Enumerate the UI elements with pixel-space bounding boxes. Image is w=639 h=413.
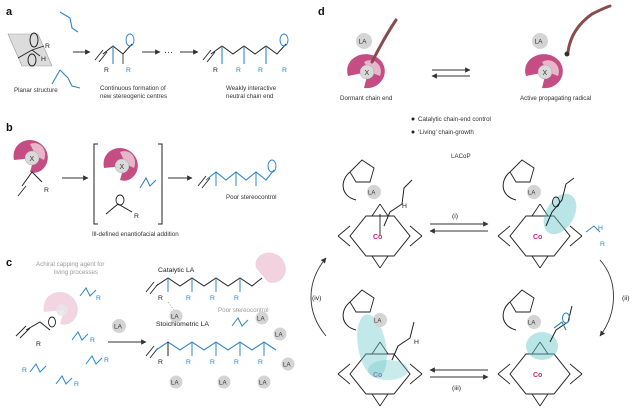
- r-st-4: R: [234, 359, 239, 366]
- r-mono-4: R: [74, 381, 79, 388]
- long-r-2: R: [236, 67, 241, 74]
- la-badge-c: [112, 319, 126, 333]
- r-mono-3: R: [22, 367, 27, 374]
- r-label-b2: R: [134, 213, 139, 220]
- chain-long: [202, 33, 289, 64]
- planar-radical: R H: [7, 11, 81, 89]
- la-st-4: LA: [283, 362, 291, 369]
- catalytic-la-label: Catalytic LA: [158, 267, 195, 274]
- monomers-c: R R R R R: [22, 287, 109, 388]
- panel-a-label: a: [6, 6, 13, 18]
- r-tr: R: [600, 241, 605, 248]
- r-st-3: R: [210, 359, 215, 366]
- la-st-5: LA: [257, 316, 265, 323]
- x-dormant: X: [365, 70, 370, 77]
- chain-r-label-2: R: [126, 67, 131, 74]
- r-st-2: R: [186, 359, 191, 366]
- step-iv-arrow: [310, 257, 327, 337]
- dormant-label: Dormant chain end: [340, 95, 393, 102]
- chain-stoich: R R R R R LA LA LA LA LA LA: [145, 311, 295, 389]
- caption-weakly-1: Weakly interactive: [226, 85, 277, 92]
- r-cat-2: R: [186, 295, 191, 302]
- x-label-b2: X: [120, 164, 125, 171]
- bullet-2-dot: [411, 130, 415, 134]
- long-r-4: R: [282, 67, 287, 74]
- r-mono-5: R: [104, 357, 109, 364]
- chain-r-label-1: R: [104, 67, 109, 74]
- bracket-intermediate: X R: [93, 143, 163, 225]
- bullet-2: ‘Living’ chain-growth: [418, 129, 474, 136]
- panel-c-label: c: [6, 257, 12, 269]
- co-tl: Co: [373, 234, 382, 241]
- r-label-c1: R: [36, 341, 41, 348]
- la-st-3: LA: [259, 380, 267, 387]
- step-i-label: (i): [452, 213, 458, 220]
- step-ii-label: (ii): [622, 295, 630, 302]
- long-r-1: R: [213, 67, 218, 74]
- achiral-capping-agent: R: [15, 291, 78, 348]
- panel-d-label: d: [318, 6, 325, 18]
- chain-growing: [94, 33, 135, 64]
- bullet-1-dot: [411, 117, 415, 121]
- active-label: Active propagating radical: [520, 95, 591, 102]
- la-st-6: LA: [275, 332, 283, 339]
- panel-b-label: b: [6, 122, 13, 134]
- lacop-label: LACoP: [451, 153, 471, 160]
- complex-top-left: Co LA H: [337, 159, 423, 269]
- h-tl: H: [402, 203, 407, 210]
- h-bl: H: [414, 339, 419, 346]
- step-iv-label: (iv): [312, 295, 321, 302]
- r-st-5: R: [258, 359, 263, 366]
- h-tr: H: [598, 225, 603, 232]
- caption-ill-defined: Ill-defined enantiofacial addition: [92, 231, 179, 238]
- bullet-1: Catalytic chain-end control: [418, 116, 491, 123]
- la-tr: LA: [528, 191, 535, 197]
- long-r-3: R: [258, 67, 263, 74]
- poor-stereocontrol-b: Poor stereocontrol: [226, 194, 277, 201]
- la-dormant: LA: [359, 39, 368, 46]
- la-bl: LA: [374, 319, 381, 325]
- r-mono-1: R: [96, 295, 101, 302]
- caption-continuous-2: new stereogenic centres: [100, 93, 167, 100]
- r-label-b1: R: [44, 187, 49, 194]
- co-br: Co: [533, 372, 542, 379]
- x-label-b1: X: [30, 156, 35, 163]
- la-tl: LA: [368, 191, 375, 197]
- r-mono-2: R: [90, 337, 95, 344]
- r-cat-1: R: [158, 295, 163, 302]
- panel-a-r-label: R: [45, 43, 50, 50]
- la-label-c: LA: [114, 324, 123, 331]
- la-br: LA: [528, 321, 535, 327]
- caption-weakly-2: neutral chain end: [226, 93, 274, 100]
- step-ii-arrow: [599, 259, 614, 337]
- co-bl: Co: [373, 372, 382, 379]
- capping-line-2: living processes: [54, 269, 98, 276]
- r-cat-3: R: [210, 295, 215, 302]
- capping-line-1: Achiral capping agent for: [36, 261, 104, 268]
- co-tr: Co: [533, 234, 542, 241]
- la-cat: LA: [171, 314, 179, 321]
- la-st-2: LA: [219, 380, 227, 387]
- active-radical: X LA: [525, 4, 612, 89]
- r-st-1: R: [158, 359, 163, 366]
- chain-catalytic: R R R R LA: [145, 252, 286, 323]
- la-st-1: LA: [171, 380, 179, 387]
- dormant-chain-end: X LA: [347, 18, 398, 89]
- step-iii-label: (iii): [452, 385, 461, 392]
- complex-bottom-right: Co LA: [497, 289, 583, 407]
- chain-b: [197, 159, 277, 189]
- stoich-la-label: Stoichiometric LA: [156, 321, 209, 328]
- la-active: LA: [535, 39, 544, 46]
- ellipsis: ···: [164, 47, 173, 57]
- poor-stereocontrol-c: Poor stereocontrol: [218, 307, 269, 314]
- chiral-catalyst-b: X R: [13, 139, 49, 197]
- panel-a-h-label: H: [41, 56, 46, 63]
- caption-planar: Planar structure: [14, 87, 58, 94]
- caption-continuous-1: Continuous formation of: [100, 85, 166, 92]
- r-cat-4: R: [234, 295, 239, 302]
- x-active: X: [543, 70, 548, 77]
- complex-top-right: Co LA H R: [497, 159, 605, 269]
- complex-bottom-left: Co LA H: [337, 289, 423, 407]
